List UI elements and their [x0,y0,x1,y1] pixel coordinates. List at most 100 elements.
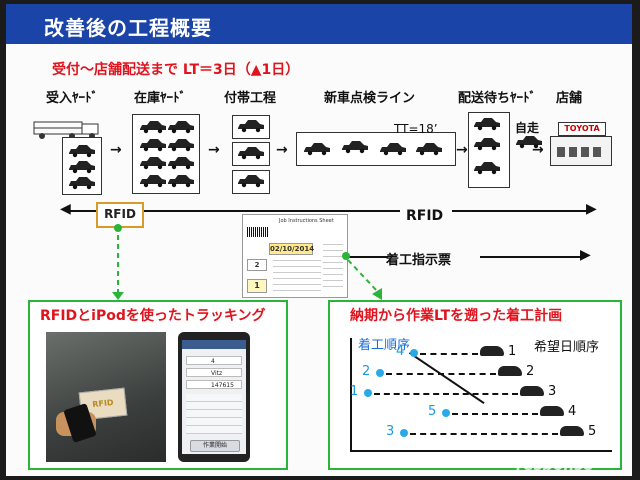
start-order-number: 4 [396,344,405,359]
response-watermark: response [516,456,594,474]
stage-label-delivery-yard: 配送待ちﾔｰﾄﾞ [458,91,537,106]
rfid-panel-title: RFIDとiPodを使ったトラッキング [40,308,266,324]
start-order-number: 3 [386,424,395,439]
start-order-number: 2 [362,364,371,379]
app-header-bar [182,340,246,349]
flow-arrow-4: → [456,142,468,158]
start-point-dot [364,389,372,397]
car-icon [474,118,500,131]
requested-order-number: 1 [508,344,517,359]
stage-label-store: 店舗 [556,91,583,106]
sheet-number-1: 2 [247,259,267,271]
car-icon [380,143,406,156]
car-icon [498,366,522,376]
rfid-tracking-panel: RFIDとiPodを使ったトラッキング RFID 4 Vitz 147615 作… [28,300,288,470]
ipod-screen-capture: 4 Vitz 147615 作業開始 [178,332,250,462]
store-sign: TOYOTA [558,122,606,136]
work-order-slip-label: 着工指示票 [386,253,452,268]
schedule-dashed-line [410,433,558,435]
car-icon [560,426,584,436]
stage-label-receiving-yard: 受入ﾔｰﾄﾞ [46,91,99,106]
car-icon [168,175,194,188]
app-field-1[interactable]: 4 [186,356,242,365]
start-point-dot [442,409,450,417]
car-icon [140,121,166,134]
start-point-dot [376,369,384,377]
car-icon [474,162,500,175]
start-order-number: 1 [350,384,359,399]
car-icon [69,177,95,190]
rfid-arrow-right: ▶ [586,201,597,217]
car-icon [516,136,542,149]
schedule-diagonal-line [408,352,485,404]
sheet-date: 02/10/2014 [269,243,315,255]
rfid-line-left [66,210,96,212]
sheet-heading: Job Instructions Sheet [279,218,334,224]
job-instruction-sheet: Job Instructions Sheet 02/10/2014 2 1 [242,214,348,298]
sheet-number-2: 1 [247,279,267,293]
presentation-slide: 改善後の工程概要 受付～店舗配送まで LT＝3日（▲1日） 受入ﾔｰﾄﾞ 在庫ﾔ… [6,4,632,476]
app-detail-list [186,394,242,434]
car-icon [474,138,500,151]
requested-order-number: 2 [526,364,535,379]
start-point-dot [410,349,418,357]
chakko-line-left [348,256,388,258]
car-icon [140,157,166,170]
chakko-arrow-right: ▶ [580,247,591,263]
flow-arrow-1: → [110,142,122,158]
green-dashed-connectors [112,224,382,300]
start-point-dot [400,429,408,437]
car-icons-layer [69,118,542,190]
stage-label-inspection-line: 新車点検ライン [324,91,416,106]
sheet-side-table [323,241,343,287]
rfid-tag-box: RFID [96,202,144,228]
car-icon [238,120,264,133]
requested-order-number: 4 [568,404,577,419]
lead-time-subtitle: 受付～店舗配送まで LT＝3日（▲1日） [52,62,300,78]
schedule-axis-horizontal [350,450,612,452]
car-icon [342,141,368,154]
chakko-line-right [480,256,586,258]
flow-arrow-2: → [208,142,220,158]
sheet-table [273,257,321,291]
car-icon [238,175,264,188]
slide-title: 改善後の工程概要 [44,16,212,40]
app-field-3[interactable]: 147615 [186,380,242,389]
car-icon [238,147,264,160]
handheld-device-photo: RFID [46,332,166,462]
car-icon [416,143,442,156]
tracking-app-screen: 4 Vitz 147615 作業開始 [182,340,246,454]
schedule-dashed-line [420,353,478,355]
stage-label-accessory-process: 付帯工程 [224,91,277,106]
app-field-2[interactable]: Vitz [186,368,242,377]
car-icon [140,175,166,188]
barcode-icon [247,227,269,237]
car-icon [168,121,194,134]
schedule-dashed-line [386,373,496,375]
car-icon [168,157,194,170]
car-icon [480,346,504,356]
schedule-axis-vertical [350,338,352,450]
schedule-dashed-line [374,393,518,395]
takt-time-label: TT=18’ [394,122,438,136]
schedule-dashed-line [452,413,538,415]
car-icon [304,143,330,156]
start-order-heading: 着工順序 [358,338,411,353]
requested-order-number: 3 [548,384,557,399]
rfid-line-mid [142,210,400,212]
rfid-arrow-left: ◀ [60,201,71,217]
self-drive-label: 自走 [515,121,540,135]
rfid-line-right [452,210,592,212]
car-icon [69,145,95,158]
start-order-number: 5 [428,404,437,419]
car-icon [540,406,564,416]
start-work-button[interactable]: 作業開始 [190,440,240,452]
flow-arrow-5: → [532,142,544,158]
car-icon [520,386,544,396]
title-band [6,4,632,44]
stage-label-inventory-yard: 在庫ﾔｰﾄﾞ [134,91,187,106]
schedule-panel-title: 納期から作業LTを遡った着工計画 [350,308,563,324]
car-icon [140,139,166,152]
